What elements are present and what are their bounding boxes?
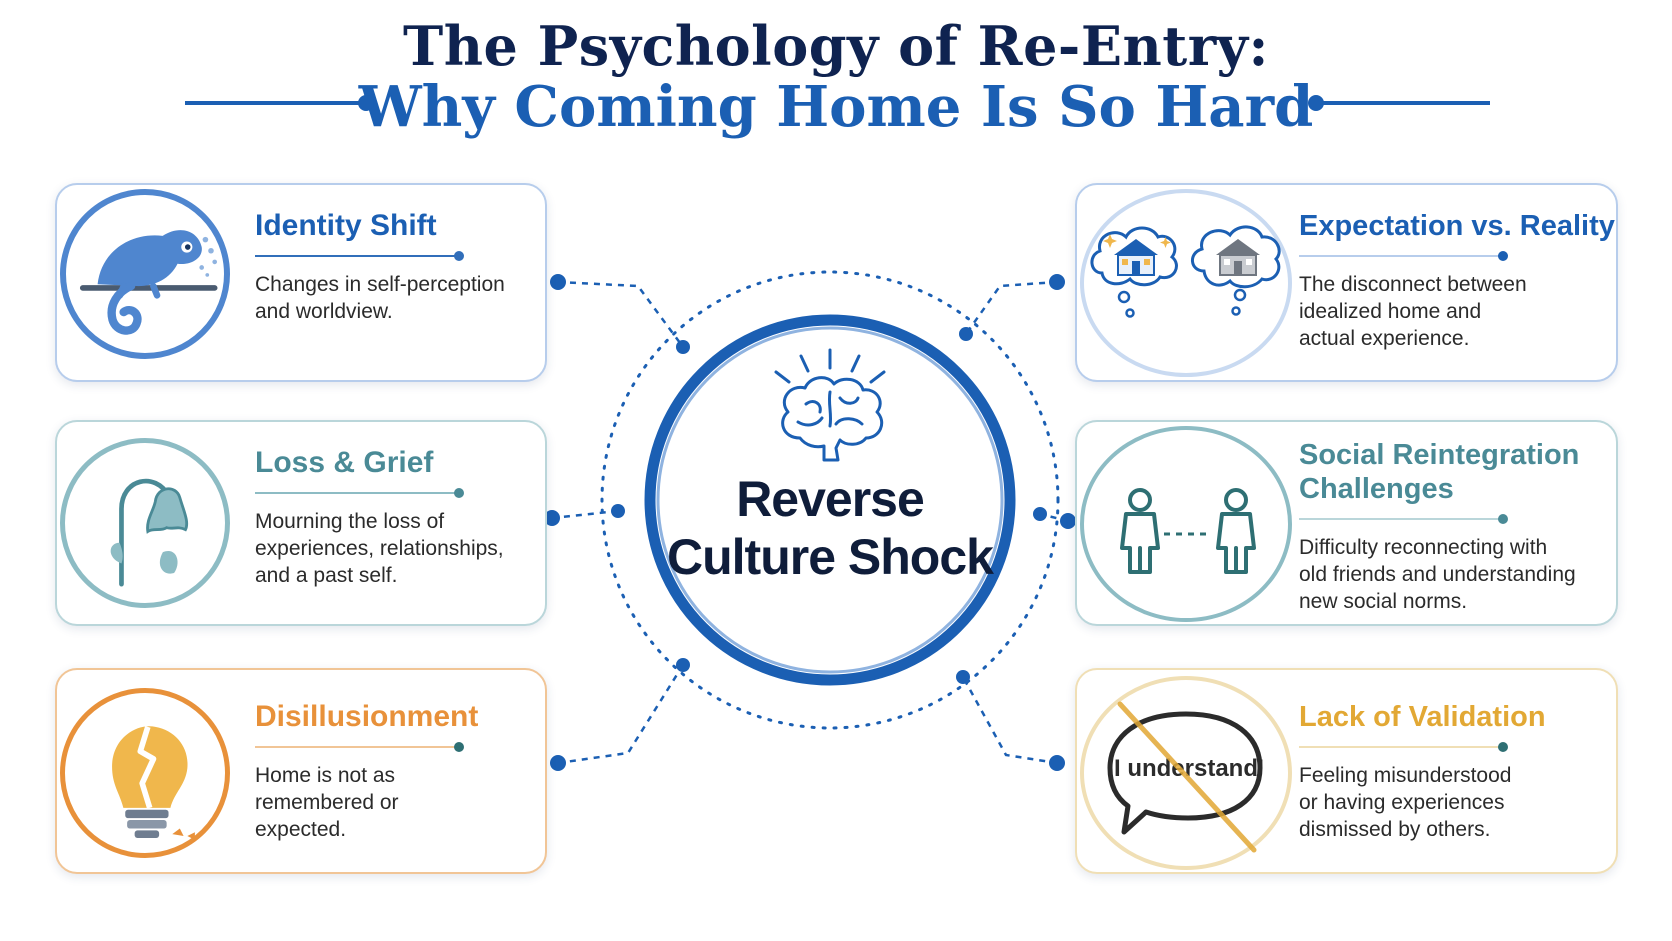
card-social-reintegration: Social Reintegration Challenges Difficul…	[1075, 420, 1618, 626]
crossed-speech-bubble-icon: 'I understand'	[1107, 701, 1264, 853]
connector-loss-grief	[551, 509, 619, 520]
connector-dot	[959, 327, 973, 341]
connector-dot	[1060, 513, 1076, 529]
card-description: Feeling misunderstood or having experien…	[1299, 762, 1596, 843]
card-divider	[255, 251, 464, 261]
page-subtitle: Why Coming Home Is So Hard	[358, 74, 1314, 140]
card-description-line: Feeling misunderstood	[1299, 764, 1512, 787]
card-title-line: Social Reintegration	[1299, 439, 1580, 471]
card-title: Loss & Grief	[255, 446, 434, 479]
thought-bubble-houses-icon	[1080, 189, 1292, 377]
card-description: Mourning the loss of experiences, relati…	[255, 508, 525, 589]
chameleon-icon	[79, 230, 218, 335]
reality-home-bubble-icon	[1191, 225, 1281, 316]
card-text: Disillusionment Home is not as remembere…	[255, 700, 525, 843]
two-people-icon	[1120, 488, 1256, 574]
card-title-line: Challenges	[1299, 473, 1454, 505]
broken-lightbulb-icon-ring	[60, 688, 230, 858]
connector-dot	[611, 504, 625, 518]
card-identity-shift: Identity Shift Changes in self-perceptio…	[55, 183, 547, 382]
card-description-line: actual experience.	[1299, 327, 1470, 350]
card-title: Lack of Validation	[1299, 701, 1546, 733]
card-title: Disillusionment	[255, 700, 479, 733]
card-description-line: old friends and understanding	[1299, 563, 1576, 586]
card-description: The disconnect between idealized home an…	[1299, 271, 1596, 352]
card-description-line: and worldview.	[255, 300, 393, 323]
connector-dot	[1049, 274, 1065, 290]
crossed-speech-bubble-icon-ring: 'I understand'	[1080, 676, 1292, 870]
card-description: Changes in self-perception and worldview…	[255, 271, 525, 325]
card-text: Identity Shift Changes in self-perceptio…	[255, 209, 525, 325]
brain-icon	[774, 348, 886, 462]
connector-dot	[550, 755, 566, 771]
connector-dot	[550, 274, 566, 290]
two-people-icon-ring	[1080, 426, 1292, 622]
card-text: Social Reintegration Challenges Difficul…	[1299, 438, 1596, 615]
card-description-line: remembered or	[255, 791, 399, 814]
card-text: Lack of Validation Feeling misunderstood…	[1299, 700, 1596, 843]
card-description-line: dismissed by others.	[1299, 818, 1491, 841]
card-lack-of-validation: 'I understand' Lack of Validation Feelin…	[1075, 668, 1618, 874]
center-label: Reverse Culture Shock	[640, 470, 1020, 586]
idealized-home-bubble-icon	[1090, 226, 1178, 318]
connector-dot	[676, 340, 690, 354]
card-description-line: idealized home and	[1299, 300, 1482, 323]
card-divider	[1299, 251, 1508, 261]
card-title: Social Reintegration Challenges	[1299, 438, 1596, 506]
card-description-line: Changes in self-perception	[255, 273, 505, 296]
card-description-line: or having experiences	[1299, 791, 1505, 814]
chameleon-icon-ring	[60, 189, 230, 359]
card-title: Expectation vs. Reality	[1299, 210, 1615, 242]
connector-dot	[1049, 755, 1065, 771]
connector-dot	[1033, 507, 1047, 521]
card-description-line: The disconnect between	[1299, 273, 1527, 296]
connector-lack-of-validation	[961, 676, 1058, 765]
card-divider	[255, 488, 464, 498]
card-description-line: Mourning the loss of	[255, 510, 445, 533]
center-circle-inner-ring	[656, 326, 1004, 674]
card-description: Home is not as remembered or expected.	[255, 762, 525, 843]
center-circle	[644, 314, 1016, 686]
center-label-line1: Reverse	[736, 471, 925, 527]
card-description-line: and a past self.	[255, 564, 398, 587]
page-title: The Psychology of Re-Entry:	[403, 14, 1269, 78]
card-text: Loss & Grief Mourning the loss of experi…	[255, 446, 525, 589]
card-divider	[1299, 742, 1508, 752]
card-divider	[1299, 514, 1508, 524]
card-description: Difficulty reconnecting with old friends…	[1299, 534, 1596, 615]
center-label-line2: Culture Shock	[667, 529, 994, 585]
card-description-line: experiences, relationships,	[255, 537, 504, 560]
connector-disillusionment	[557, 664, 685, 765]
connector-expectation-reality	[964, 280, 1058, 335]
wilting-flower-icon-ring	[60, 438, 230, 608]
connector-dot	[956, 670, 970, 684]
outer-dotted-ring	[600, 270, 1060, 730]
card-description-line: Home is not as	[255, 764, 396, 787]
card-description-line: new social norms.	[1299, 590, 1468, 613]
card-divider	[255, 742, 464, 752]
connector-dot	[544, 510, 560, 526]
card-description-line: Difficulty reconnecting with	[1299, 536, 1548, 559]
card-title: Identity Shift	[255, 209, 437, 242]
card-expectation-reality: Expectation vs. Reality The disconnect b…	[1075, 183, 1618, 382]
connector-identity-shift	[557, 280, 685, 348]
card-loss-grief: Loss & Grief Mourning the loss of experi…	[55, 420, 547, 626]
wilting-flower-icon	[110, 478, 189, 587]
connector-dot	[676, 658, 690, 672]
card-disillusionment: Disillusionment Home is not as remembere…	[55, 668, 547, 874]
broken-lightbulb-icon	[112, 726, 195, 840]
card-description-line: expected.	[255, 818, 347, 841]
card-text: Expectation vs. Reality The disconnect b…	[1299, 209, 1615, 352]
